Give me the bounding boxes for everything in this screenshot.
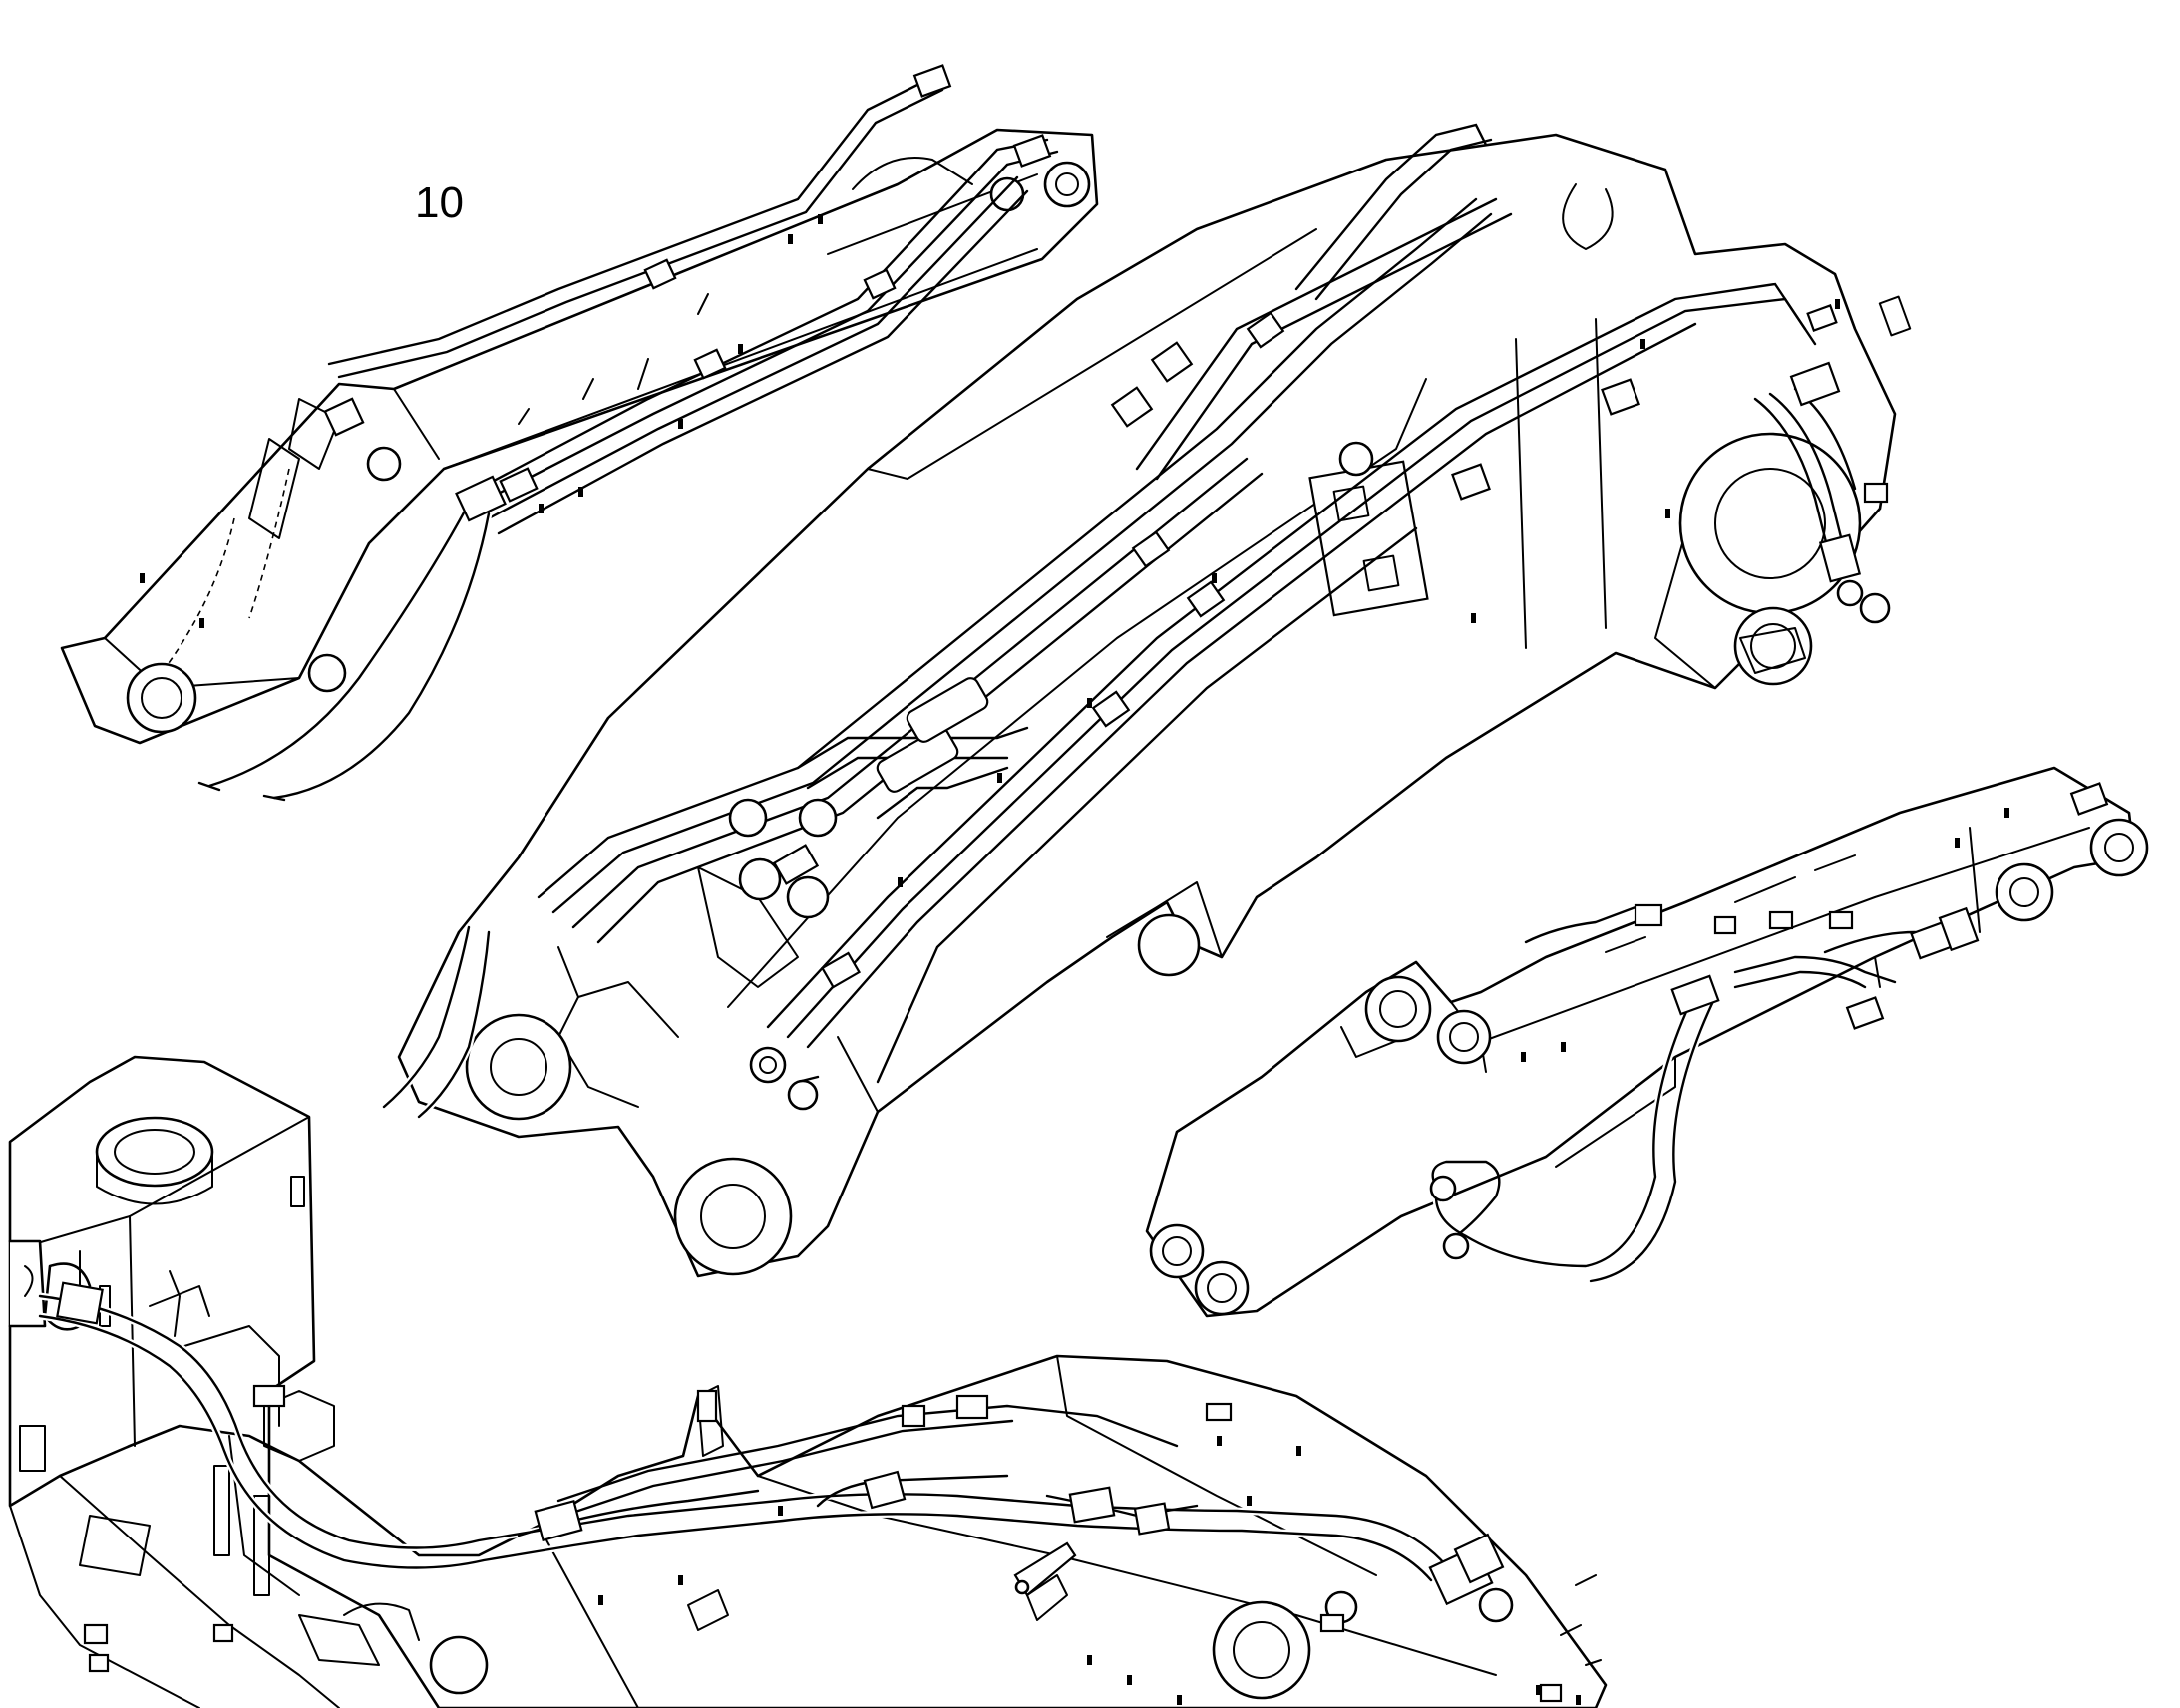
hoses-frame: [36, 1292, 1450, 1584]
frame-assembly-lower: [8, 1055, 1608, 1708]
arm-assembly-upper-left: [60, 64, 1099, 802]
bolt-marks: [140, 214, 2009, 1705]
hoses-arm-right: [1431, 905, 1947, 1285]
hoses-boom-front: [380, 923, 820, 1121]
hoses-arm-loose: [197, 500, 493, 802]
callout-label-10: 10: [415, 178, 464, 227]
arm-assembly-right: [1145, 766, 2149, 1318]
boom-assembly-center: [380, 123, 1912, 1278]
tube-bundle-boom: [537, 123, 1857, 1084]
